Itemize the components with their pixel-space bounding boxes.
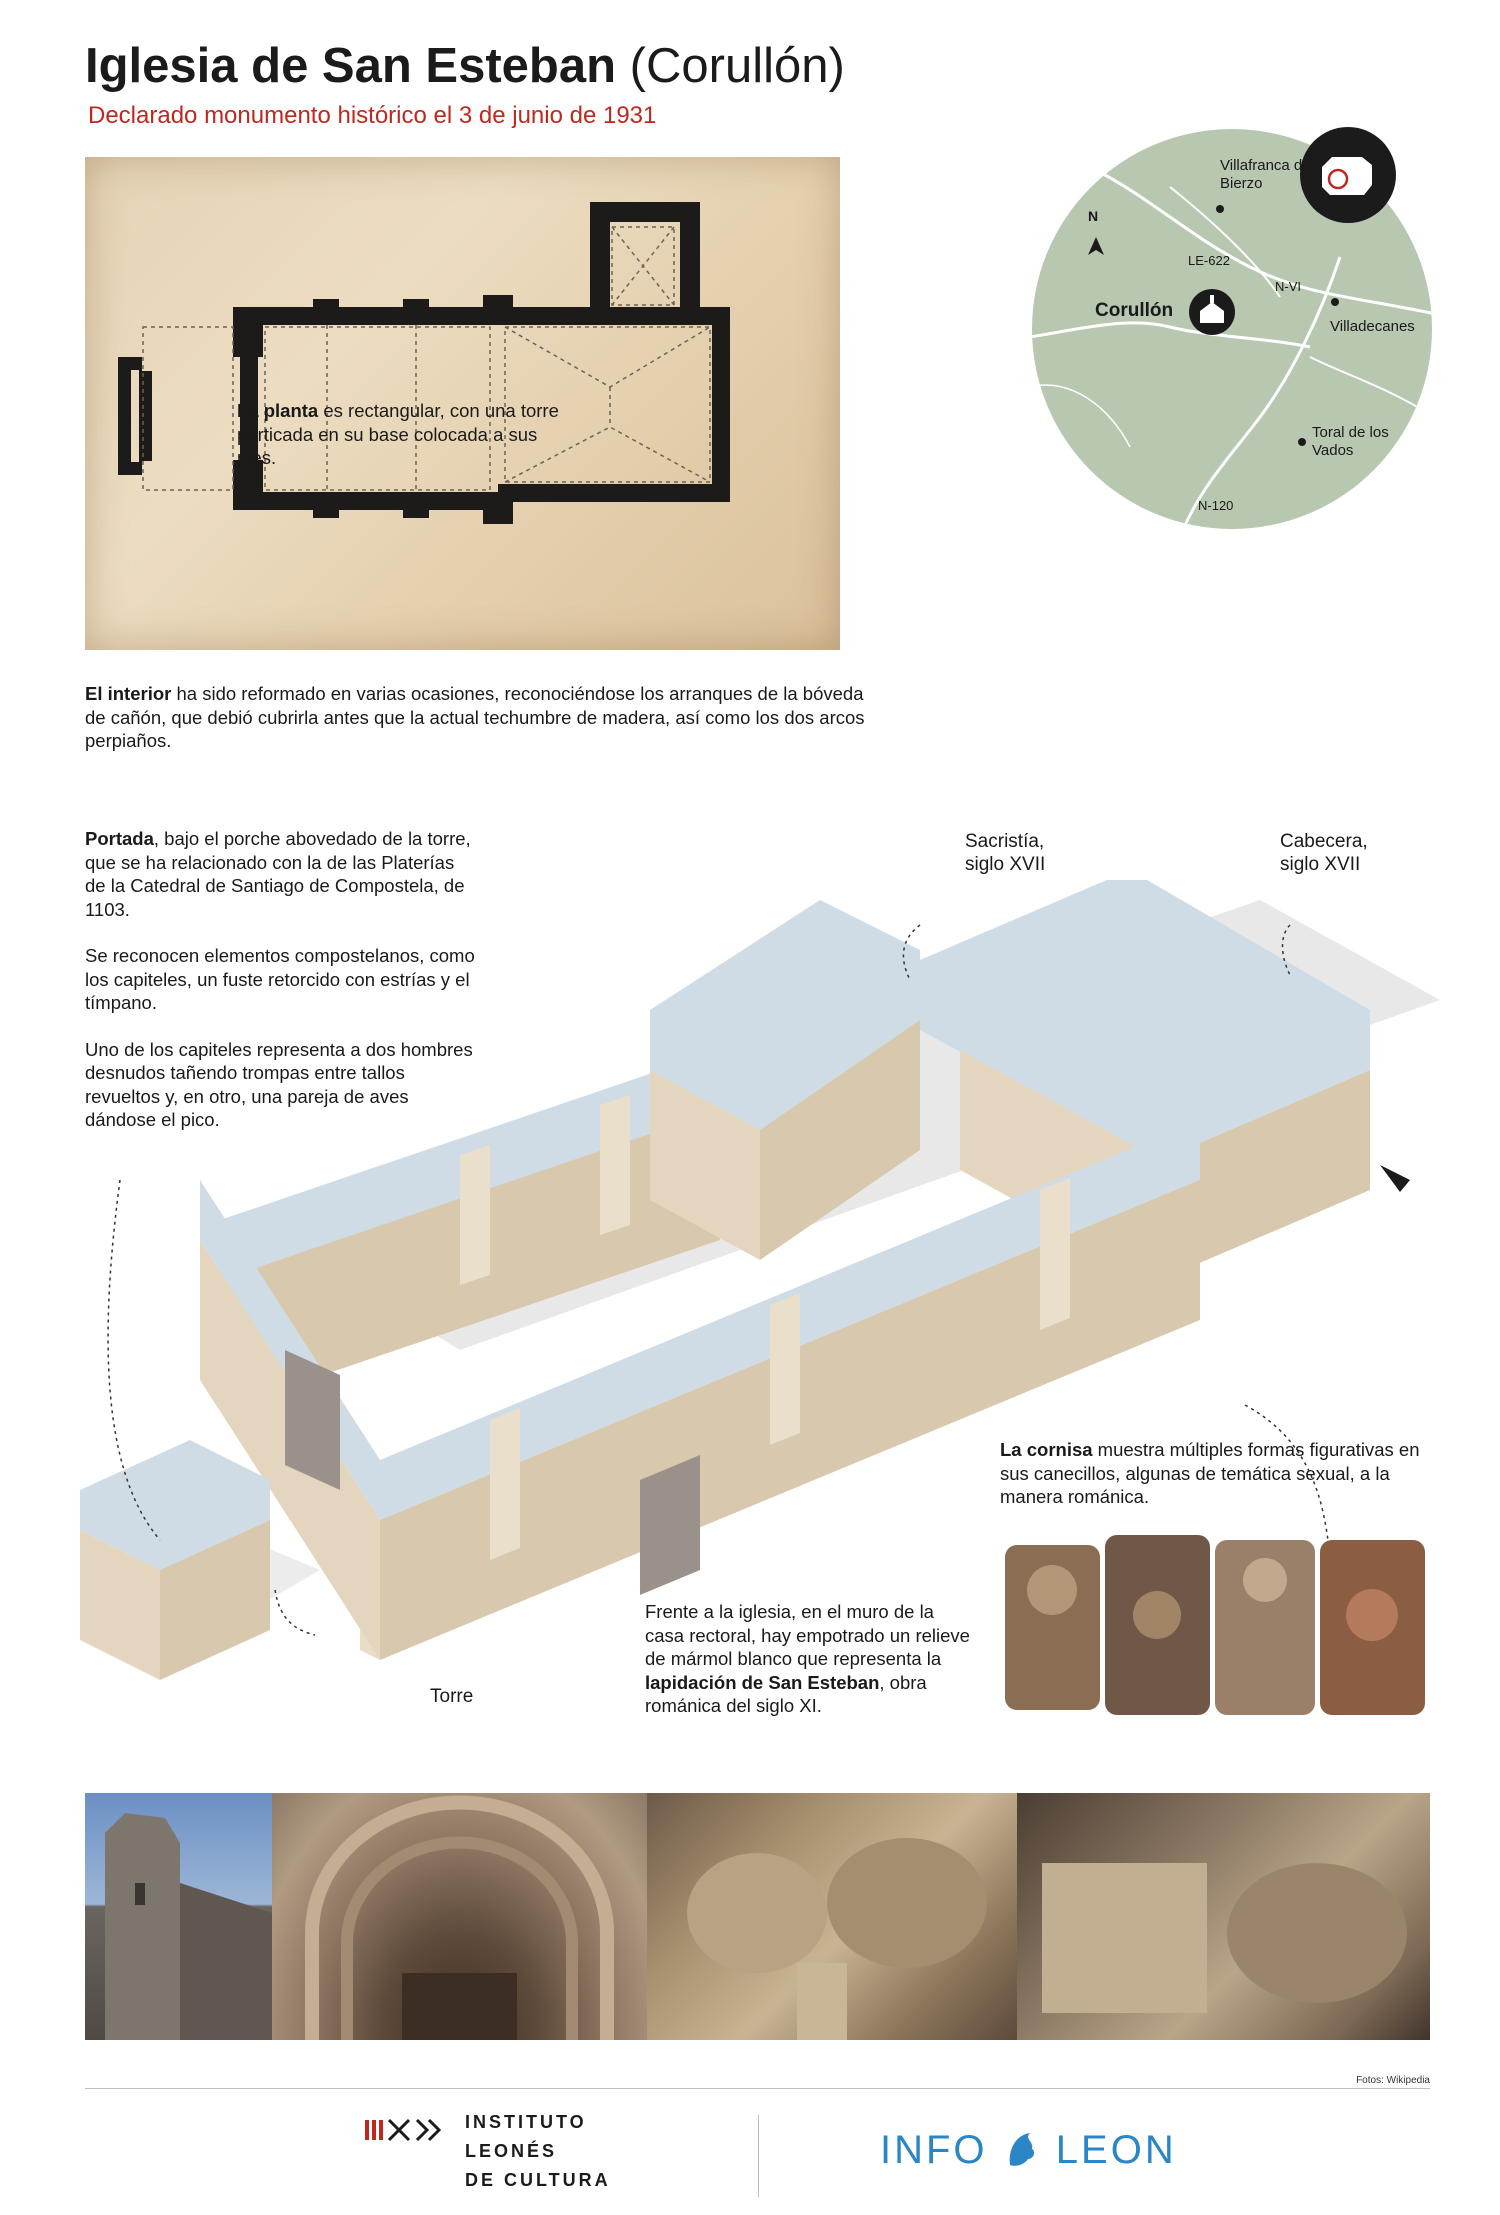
interior-text: ha sido reformado en varias ocasiones, r…	[85, 683, 865, 751]
lion-icon	[1002, 2129, 1042, 2169]
portada-text-1: , bajo el porche abovedado de la torre, …	[85, 828, 471, 920]
frente-text-post: , obra románica del siglo XI.	[645, 1671, 927, 1717]
title-location: (Corullón)	[629, 39, 845, 93]
frente-description: Frente a la iglesia, en el muro de la ca…	[645, 1600, 975, 1718]
map-road-n120: N-120	[1198, 498, 1234, 513]
portada-paragraph-1: Portada, bajo el porche abovedado de la …	[85, 827, 475, 921]
portada-bold: Portada	[85, 828, 154, 849]
map-corullon: Corullón	[1095, 300, 1174, 321]
portal-image	[305, 1795, 614, 2040]
photo-credit: Fotos: Wikipedia	[1356, 2075, 1430, 2086]
location-map: N Villafranca del Bierzo Corullón Villad…	[1030, 127, 1435, 532]
interior-bold: El interior	[85, 683, 172, 704]
ilc-line-3: DE CULTURA	[465, 2170, 611, 2190]
infoleon-left: INFO	[880, 2128, 988, 2172]
corbel-photos	[1000, 1535, 1430, 1720]
photo-tower	[85, 1793, 272, 2040]
frente-bold: lapidación de San Esteban	[645, 1671, 880, 1693]
cornisa-bold: La cornisa	[1000, 1439, 1093, 1460]
page-subtitle: Declarado monumento histórico el 3 de ju…	[88, 102, 657, 129]
ilc-logo-mark	[365, 2118, 442, 2142]
map-road-nvi: N-VI	[1275, 279, 1301, 294]
plan-caption-text: es rectangular, con una torre porticada …	[237, 400, 559, 468]
footer-divider-line	[85, 2088, 1430, 2089]
floor-plan-drawing	[118, 202, 730, 524]
photo-portal	[272, 1793, 647, 2040]
ilc-name: INSTITUTO LEONÉS DE CULTURA	[465, 2108, 611, 2195]
frente-text-pre: Frente a la iglesia, en el muro de la ca…	[645, 1601, 970, 1669]
footer-logo-divider	[758, 2115, 759, 2197]
floor-plan-card: La planta es rectangular, con una torre …	[85, 157, 840, 650]
page-title: Iglesia de San Esteban (Corullón)	[85, 38, 845, 94]
infoleon-right: LEON	[1055, 2128, 1177, 2172]
map-north: N	[1088, 208, 1099, 224]
infoleon-logo: INFO LEON	[880, 2128, 1177, 2173]
tower-image	[105, 1813, 272, 2040]
portada-description: Portada, bajo el porche abovedado de la …	[85, 827, 475, 1132]
corbel-images	[1005, 1535, 1425, 1715]
interior-description: El interior ha sido reformado en varias …	[85, 682, 865, 753]
title-main: Iglesia de San Esteban	[85, 39, 617, 93]
ilc-logo	[365, 2118, 450, 2149]
capital-image-2	[1042, 1863, 1407, 2013]
map-drawing	[1032, 127, 1432, 529]
plan-caption-bold: La planta	[237, 400, 319, 421]
photo-capital-1	[647, 1793, 1017, 2040]
ilc-line-1: INSTITUTO	[465, 2112, 587, 2132]
map-villafranca: Villafranca del Bierzo	[1220, 157, 1314, 192]
photo-capital-2	[1017, 1793, 1430, 2040]
cornisa-text: muestra múltiples formas figurativas en …	[1000, 1439, 1420, 1507]
isometric-church-diagram: Sacristía, siglo XVII Cabecera, siglo XV…	[80, 831, 1440, 1707]
label-cabecera: Cabecera, siglo XVII	[1280, 831, 1368, 875]
plan-caption: La planta es rectangular, con una torre …	[237, 399, 577, 470]
map-toral: Toral de los Vados	[1312, 424, 1389, 459]
map-road-le622: LE-622	[1188, 253, 1230, 268]
capital-image-1	[687, 1838, 987, 2040]
isometric-drawing	[80, 870, 1440, 1680]
portada-paragraph-2: Se reconocen elementos compostelanos, co…	[85, 945, 475, 1013]
map-villadecanes: Villadecanes	[1330, 318, 1415, 335]
ilc-line-2: LEONÉS	[465, 2141, 558, 2161]
cornisa-description: La cornisa muestra múltiples formas figu…	[1000, 1438, 1440, 1509]
portada-paragraph-3: Uno de los capiteles representa a dos ho…	[85, 1038, 473, 1131]
label-sacristia: Sacristía, siglo XVII	[965, 831, 1046, 875]
label-torre: Torre	[430, 1686, 474, 1707]
